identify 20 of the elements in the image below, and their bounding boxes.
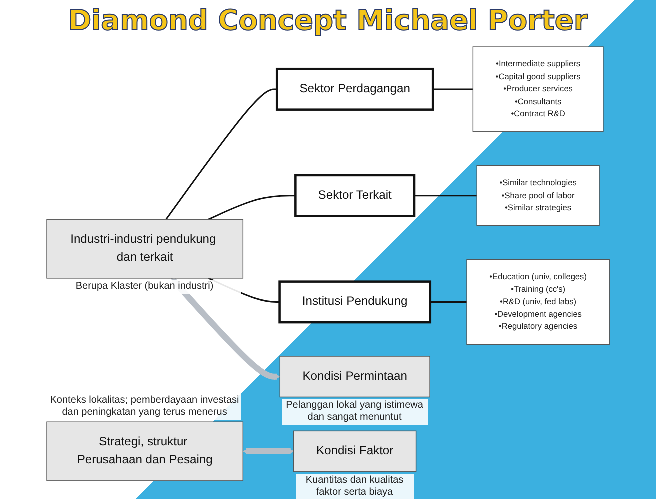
connector	[208, 195, 296, 220]
connector	[432, 88, 473, 90]
node-box: Sektor Perdagangan	[276, 68, 434, 111]
node-box: •Similar technologies •Share pool of labor •Similar strategies	[476, 165, 600, 226]
node-box: Kondisi Faktor	[293, 430, 416, 472]
connector	[430, 301, 467, 303]
connector	[414, 195, 477, 197]
note-text: Kuantitas dan kualitas faktor serta biaya	[296, 474, 414, 499]
title: Diamond Concept Michael Porter	[67, 4, 589, 37]
arrow	[242, 448, 294, 455]
node-box: •Intermediate suppliers •Capital good suppliers •Producer services •Consultants •Contract R&D	[472, 46, 604, 132]
node-box: Sektor Terkait	[294, 174, 416, 218]
note-text: Konteks lokalitas; pemberdayaan investasi dan peningkatan yang terus menerus	[48, 394, 241, 420]
node-box: Kondisi Permintaan	[279, 356, 430, 398]
node-box: Strategi, struktur Perusahaan dan Pesaing	[46, 422, 244, 482]
connector	[165, 88, 277, 220]
node-box: Institusi Pendukung	[278, 280, 432, 324]
node-box: Industri-industri pendukung dan terkait	[46, 219, 244, 279]
node-box: •Education (univ, colleges) •Training (cc's) •R&D (univ, fed labs) •Development agencies •Regulatory agencies	[466, 259, 610, 345]
note-text: Pelanggan lokal yang istimewa dan sangat menuntut	[282, 399, 428, 426]
